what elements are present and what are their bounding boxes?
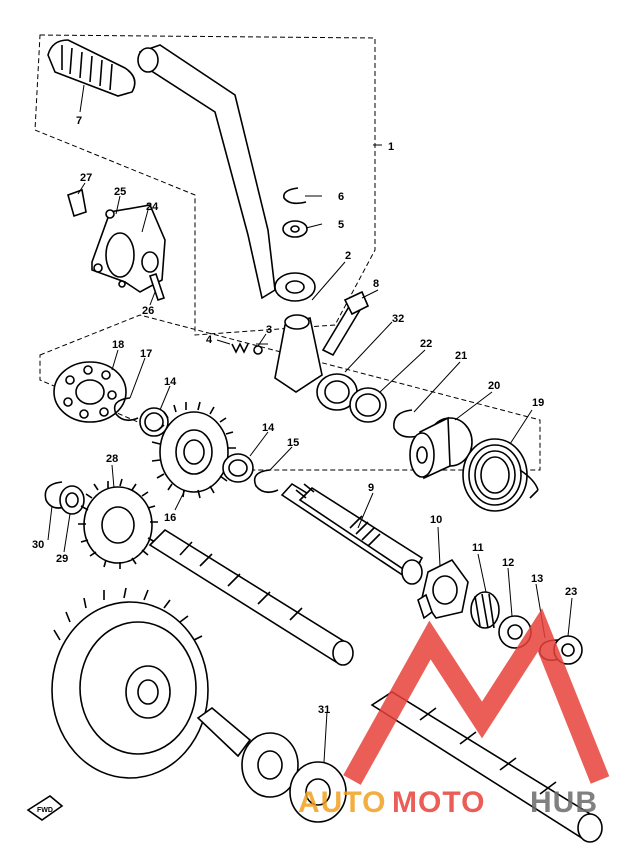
callout-labels: 1 2 3 4 5 6 7 8 9 10 11 12 13 14 14 15 1… [32, 115, 577, 716]
callout-10: 10 [430, 514, 442, 526]
small-gear-31 [289, 761, 347, 823]
washer [282, 220, 308, 238]
kick-shaft-group-outline [39, 314, 541, 471]
torsion-spring [462, 438, 539, 512]
kick-shaft [280, 482, 424, 585]
callout-12: 12 [502, 557, 514, 569]
spring [231, 342, 249, 354]
callout-8: 8 [373, 278, 379, 290]
callout-25: 25 [114, 186, 126, 198]
kick-gear [151, 401, 236, 499]
callout-5: 5 [338, 219, 344, 231]
watermark-text-hub: HUB [530, 786, 598, 819]
primary-driven-gear [51, 587, 209, 779]
callout-29: 29 [56, 553, 68, 565]
callout-20: 20 [488, 380, 500, 392]
callout-24: 24 [146, 201, 159, 213]
callout-32: 32 [392, 313, 404, 325]
callout-7: 7 [76, 115, 82, 127]
washer-14-upper [139, 407, 169, 437]
callout-9: 9 [368, 482, 374, 494]
circlip-15 [253, 469, 279, 494]
kick-lever-group-outline [34, 34, 376, 336]
watermark-logo: AUTO MOTO HUB [298, 608, 610, 819]
circlip-17 [113, 397, 139, 422]
washer-22 [349, 387, 387, 423]
callout-19: 19 [532, 397, 544, 409]
kick-grip [47, 39, 136, 97]
ratchet-plate [53, 361, 127, 423]
callout-6: 6 [338, 191, 344, 203]
ratchet-guide-bracket [67, 188, 166, 302]
leader-lines [47, 84, 573, 763]
watermark-text-auto: AUTO [298, 786, 386, 819]
front-arrow: FWD [26, 795, 64, 821]
ratchet-spring [470, 591, 500, 629]
circlip-21 [393, 409, 419, 438]
callout-16: 16 [164, 512, 176, 524]
callout-14a: 14 [164, 376, 177, 388]
callout-21: 21 [455, 350, 467, 362]
callout-26: 26 [142, 305, 154, 317]
callout-15: 15 [287, 437, 299, 449]
washer-29 [59, 485, 85, 515]
spring-guide [409, 416, 473, 480]
callout-17: 17 [140, 348, 152, 360]
idler-gear [78, 478, 158, 569]
kick-lever [137, 44, 276, 300]
circlip-30 [44, 481, 69, 509]
callout-3: 3 [266, 324, 272, 336]
callout-28: 28 [106, 453, 118, 465]
front-arrow-label: FWD [37, 807, 53, 814]
callout-22: 22 [420, 338, 432, 350]
watermark-text-moto: MOTO [392, 786, 485, 819]
callout-27: 27 [80, 172, 92, 184]
circlip [282, 187, 307, 205]
watermark-mountain-mark [343, 608, 610, 785]
callout-11: 11 [472, 542, 484, 554]
bolt [321, 290, 370, 357]
callout-13: 13 [531, 573, 543, 585]
callout-14b: 14 [262, 422, 275, 434]
primary-drive-gear [241, 732, 299, 798]
callout-2: 2 [345, 250, 351, 262]
main-shaft [148, 528, 354, 666]
washer-14-lower [222, 453, 254, 483]
ratchet [417, 558, 469, 620]
callout-30: 30 [32, 539, 44, 551]
callout-18: 18 [112, 339, 124, 351]
ball [253, 345, 263, 355]
kick-boss [274, 272, 323, 393]
callout-23: 23 [565, 586, 577, 598]
callout-31: 31 [318, 704, 330, 716]
collar [196, 706, 252, 758]
callout-4: 4 [206, 334, 213, 346]
callout-1: 1 [388, 141, 394, 153]
crankshaft [370, 691, 603, 843]
